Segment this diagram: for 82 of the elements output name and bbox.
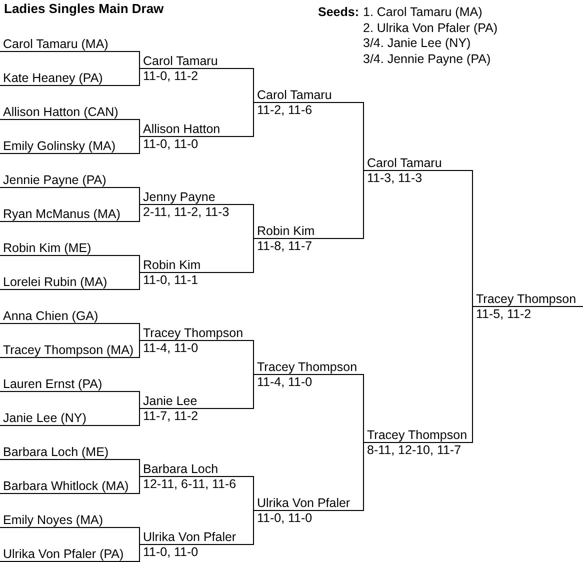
bracket-line xyxy=(138,544,140,562)
bracket-line xyxy=(138,187,140,205)
match-score: 11-2, 11-6 xyxy=(257,103,312,117)
bracket-line xyxy=(252,476,254,511)
player-name: Lauren Ernst (PA) xyxy=(3,377,102,391)
player-name: Janie Lee xyxy=(143,394,198,408)
bracket-line xyxy=(252,102,254,137)
player-name: Carol Tamaru xyxy=(367,156,442,170)
player-name: Carol Tamaru xyxy=(143,54,218,68)
player-name: Janie Lee (NY) xyxy=(3,411,86,425)
bracket-line xyxy=(470,170,474,307)
player-name: Ulrika Von Pfaler xyxy=(257,496,350,510)
bracket-line xyxy=(138,204,140,222)
match-score: 11-5, 11-2 xyxy=(476,307,532,321)
player-name: Tracey Thompson xyxy=(367,428,468,442)
player-name: Kate Heaney (PA) xyxy=(3,71,103,85)
bracket-line xyxy=(470,306,474,443)
bracket-line xyxy=(252,238,254,273)
player-name: Robin Kim xyxy=(257,224,315,238)
bracket-line xyxy=(138,323,140,341)
bracket-line xyxy=(138,51,140,69)
player-name: Tracey Thompson xyxy=(476,292,576,306)
bracket-line xyxy=(138,340,140,358)
bracket-line xyxy=(138,255,140,273)
diagram-title: Ladies Singles Main Draw xyxy=(4,2,164,16)
bracket-line xyxy=(252,204,254,239)
match-score: 11-0, 11-2 xyxy=(143,69,198,83)
match-score: 11-4, 11-0 xyxy=(143,341,198,355)
player-name: Ryan McManus (MA) xyxy=(3,207,120,221)
player-name: Allison Hatton xyxy=(143,122,220,136)
bracket-line xyxy=(252,340,254,375)
match-score: 12-11, 6-11, 11-6 xyxy=(143,477,236,491)
bracket-line xyxy=(138,272,140,290)
bracket-line xyxy=(252,510,254,545)
player-name: Tracey Thompson (MA) xyxy=(3,343,134,357)
player-name: Robin Kim (ME) xyxy=(3,241,92,255)
bracket-line xyxy=(138,136,140,154)
seed-entry: 1. Carol Tamaru (MA) xyxy=(363,5,482,19)
seed-entry: 3/4. Jennie Payne (PA) xyxy=(363,52,491,66)
player-name: Ulrika Von Pfaler xyxy=(143,530,236,544)
player-name: Jenny Payne xyxy=(143,190,216,204)
bracket-line xyxy=(138,68,140,86)
bracket-line xyxy=(138,119,140,137)
bracket-line xyxy=(252,374,254,409)
bracket-line xyxy=(362,170,364,239)
player-name: Carol Tamaru (MA) xyxy=(3,37,108,51)
player-name: Lorelei Rubin (MA) xyxy=(3,275,108,289)
player-name: Carol Tamaru xyxy=(257,88,332,102)
player-name: Emily Noyes (MA) xyxy=(3,513,104,527)
bracket-line xyxy=(138,476,140,494)
match-score: 2-11, 11-2, 11-3 xyxy=(143,205,230,219)
player-name: Tracey Thompson xyxy=(257,360,358,374)
bracket-line xyxy=(362,102,364,171)
player-name: Jennie Payne (PA) xyxy=(3,173,106,187)
bracket-line xyxy=(138,527,140,545)
match-score: 11-0, 11-1 xyxy=(143,273,198,287)
seed-entry: 2. Ulrika Von Pfaler (PA) xyxy=(363,20,498,34)
player-name: Allison Hatton (CAN) xyxy=(3,105,118,119)
match-score: 11-0, 11-0 xyxy=(143,137,198,151)
bracket-line xyxy=(138,459,140,477)
match-score: 11-3, 11-3 xyxy=(367,171,422,185)
player-name: Robin Kim xyxy=(143,258,201,272)
match-score: 8-11, 12-10, 11-7 xyxy=(367,443,462,457)
player-name: Anna Chien (GA) xyxy=(3,309,98,323)
match-score: 11-7, 11-2 xyxy=(143,409,198,423)
match-score: 11-0, 11-0 xyxy=(257,511,312,525)
bracket-line xyxy=(252,68,254,103)
player-name: Tracey Thompson xyxy=(143,326,244,340)
player-name: Barbara Whitlock (MA) xyxy=(3,479,129,493)
player-name: Barbara Loch (ME) xyxy=(3,445,109,459)
seed-entry: 3/4. Janie Lee (NY) xyxy=(363,36,471,50)
bracket-line xyxy=(362,374,364,443)
player-name: Ulrika Von Pfaler (PA) xyxy=(3,547,124,561)
player-name: Barbara Loch xyxy=(143,462,218,476)
seeds-heading: Seeds: xyxy=(318,5,359,19)
bracket-line xyxy=(138,391,140,409)
bracket-line xyxy=(138,408,140,426)
match-score: 11-0, 11-0 xyxy=(143,545,198,559)
player-name: Emily Golinsky (MA) xyxy=(3,139,116,153)
match-score: 11-8, 11-7 xyxy=(257,239,312,253)
bracket-line xyxy=(362,442,364,511)
match-score: 11-4, 11-0 xyxy=(257,375,312,389)
